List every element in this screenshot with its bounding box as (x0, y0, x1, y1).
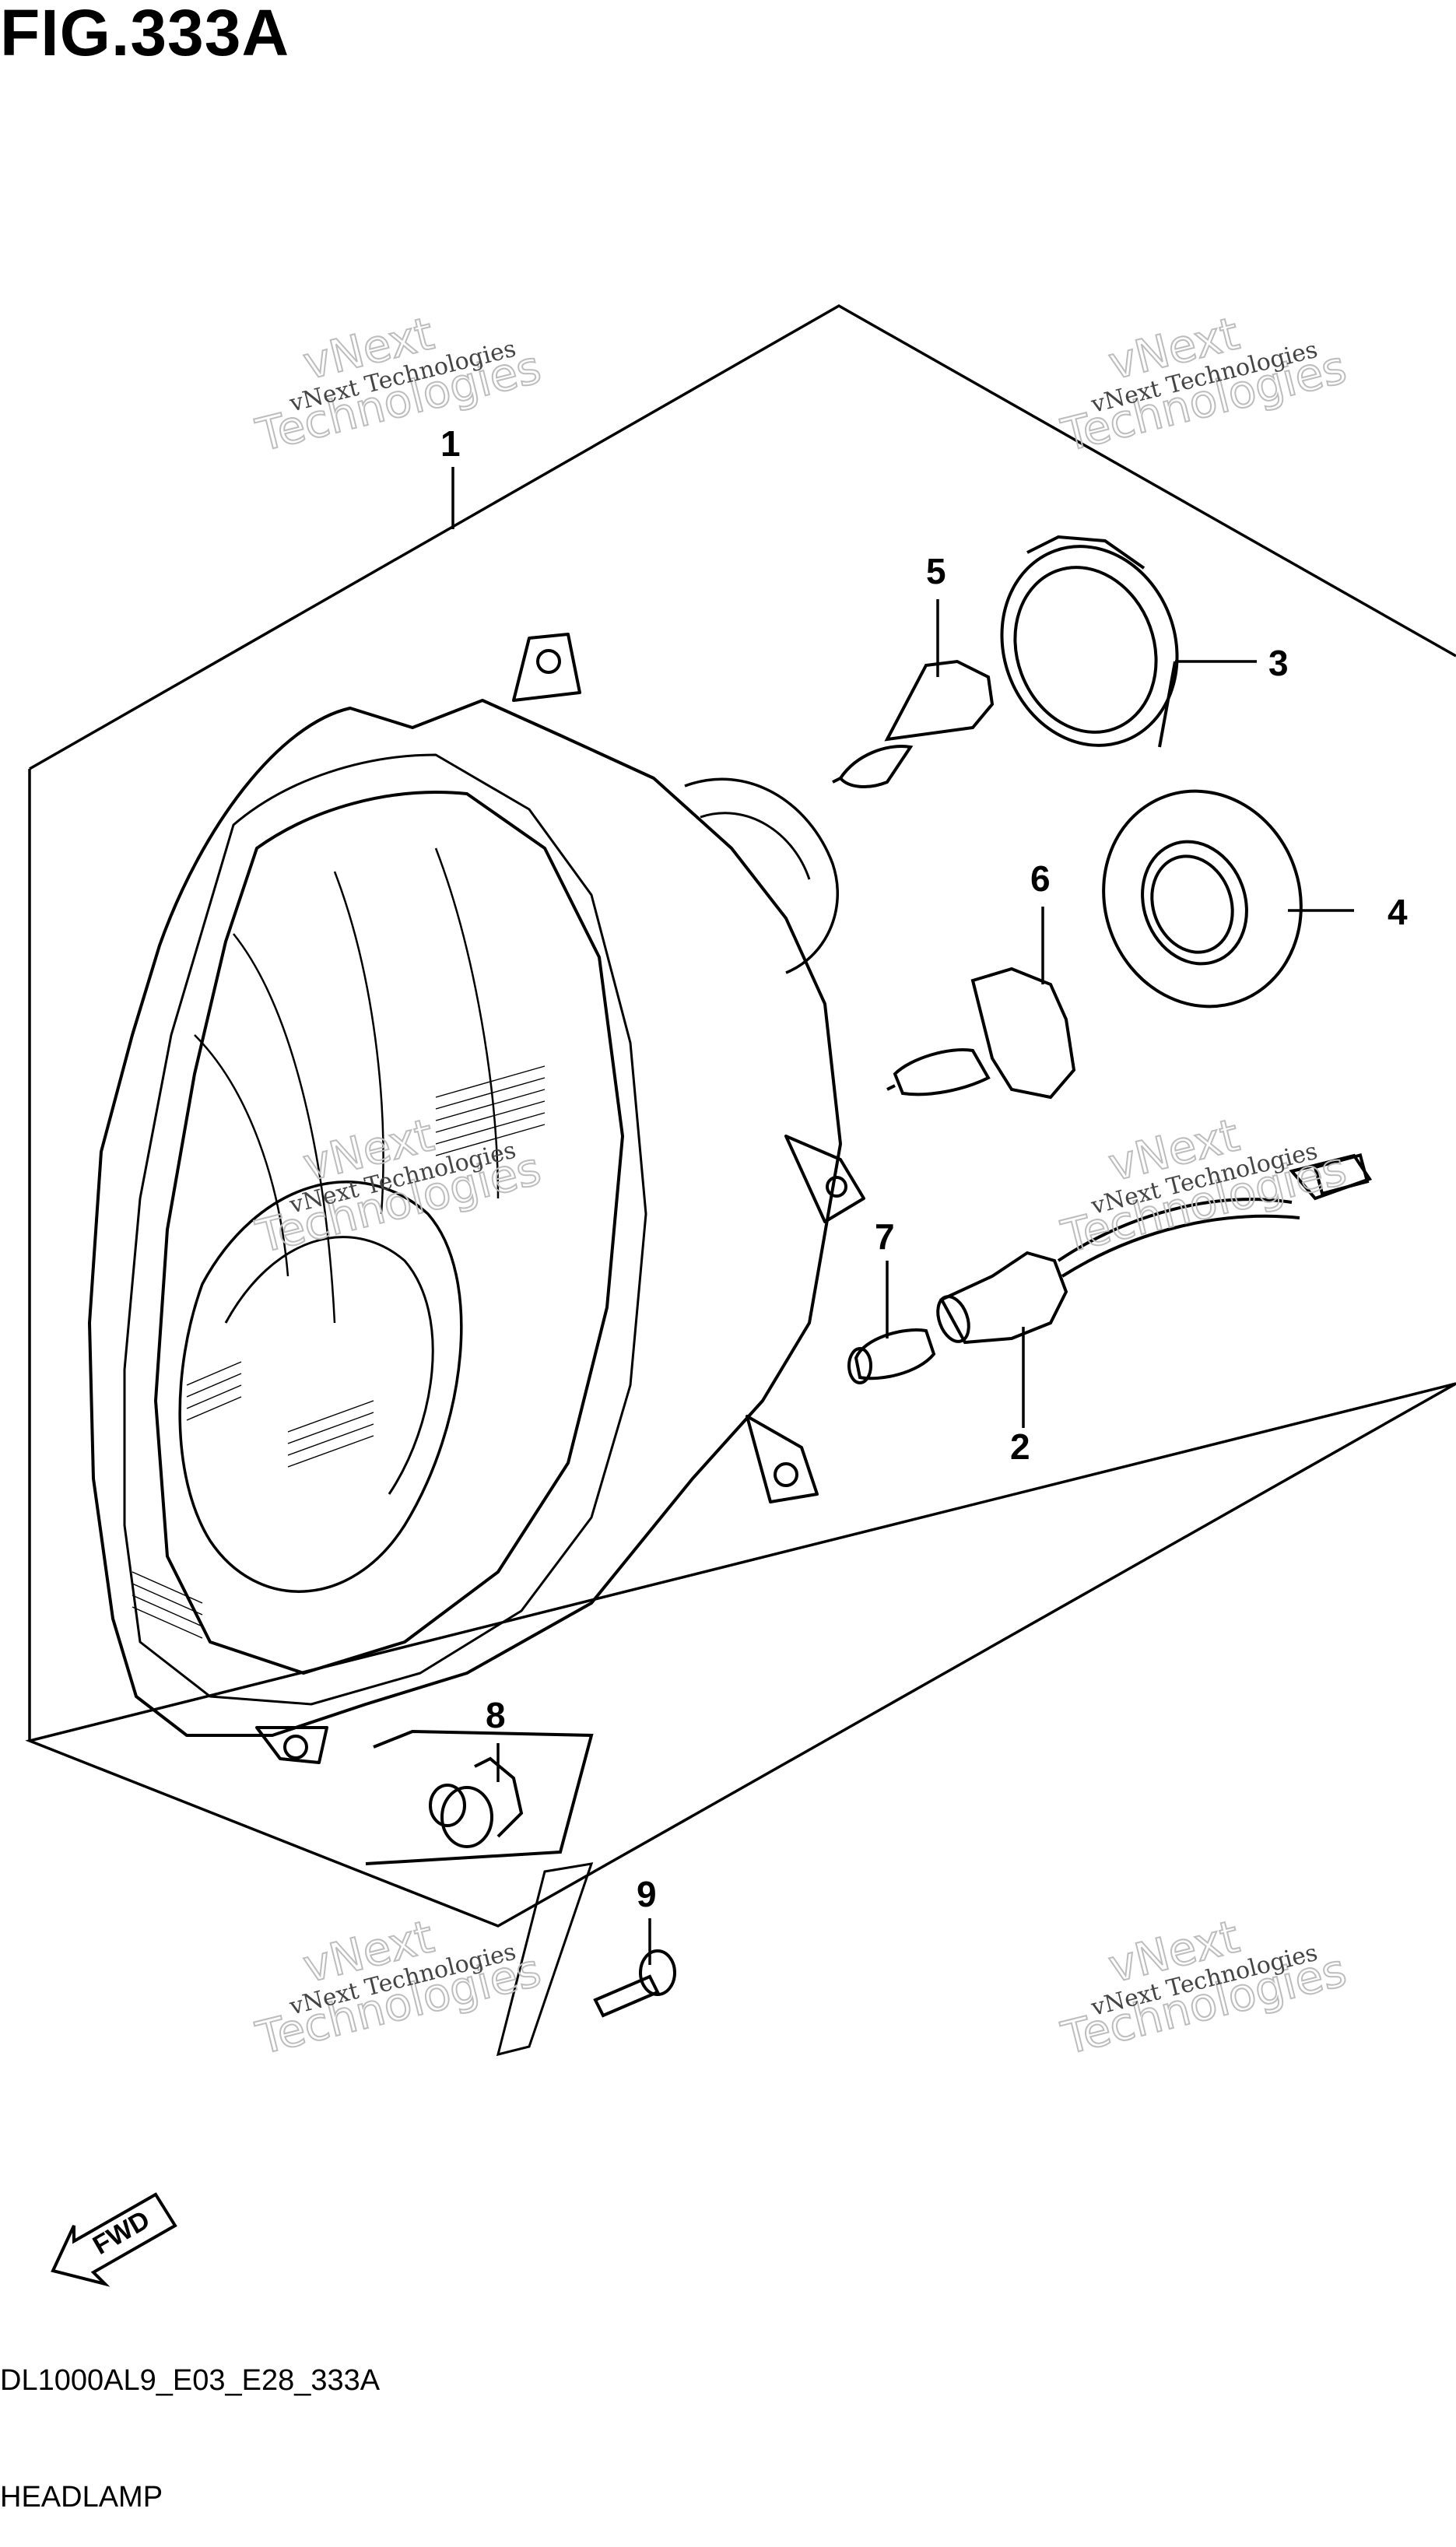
watermark-top-left: Technologies vNext vNext Technologies (251, 306, 547, 462)
callout-5: 5 (926, 551, 946, 591)
callout-7: 7 (875, 1216, 895, 1257)
watermark-bottom-right: Technologies vNext vNext Technologies (1056, 1909, 1353, 2065)
headlamp-bulb-angled (886, 967, 1076, 1100)
figure-code: DL1000AL9_E03_E28_333A (0, 2364, 381, 2397)
assembly-boundary (25, 303, 1456, 1928)
callout-3: 3 (1268, 643, 1289, 683)
socket-harness (936, 1153, 1373, 1345)
position-bulb (847, 1328, 936, 1384)
fwd-arrow: FWD (51, 2192, 177, 2287)
watermark-top-right: Technologies vNext vNext Technologies (1056, 306, 1353, 462)
retaining-ring (1000, 535, 1179, 748)
watermark-mid-right: Technologies vNext vNext Technologies (1056, 1107, 1353, 1264)
figure-title: FIG.333A (0, 0, 290, 69)
callout-9: 9 (637, 1874, 657, 1914)
watermark-bottom-left: Technologies vNext vNext Technologies (251, 1909, 547, 2065)
callout-6: 6 (1030, 858, 1051, 899)
headlamp-bulb (832, 659, 995, 788)
grommet (365, 1729, 594, 1865)
reflector-hatching (132, 1065, 546, 1639)
watermark-mid-left: Technologies vNext vNext Technologies (251, 1107, 547, 1264)
figure-name: HEADLAMP (0, 2481, 163, 2514)
callout-2: 2 (1010, 1426, 1030, 1467)
callout-1: 1 (440, 423, 461, 464)
callout-numbers: 1 2 3 4 5 6 7 8 9 (440, 423, 1408, 1914)
callout-8: 8 (486, 1695, 506, 1735)
callout-4: 4 (1388, 892, 1408, 932)
dust-cover (1102, 789, 1303, 1009)
watermark-group: Technologies vNext vNext Technologies Te… (251, 306, 1353, 2065)
leader-lines (451, 467, 1354, 1965)
screw (496, 1862, 676, 2057)
headlamp-housing (88, 633, 865, 1764)
